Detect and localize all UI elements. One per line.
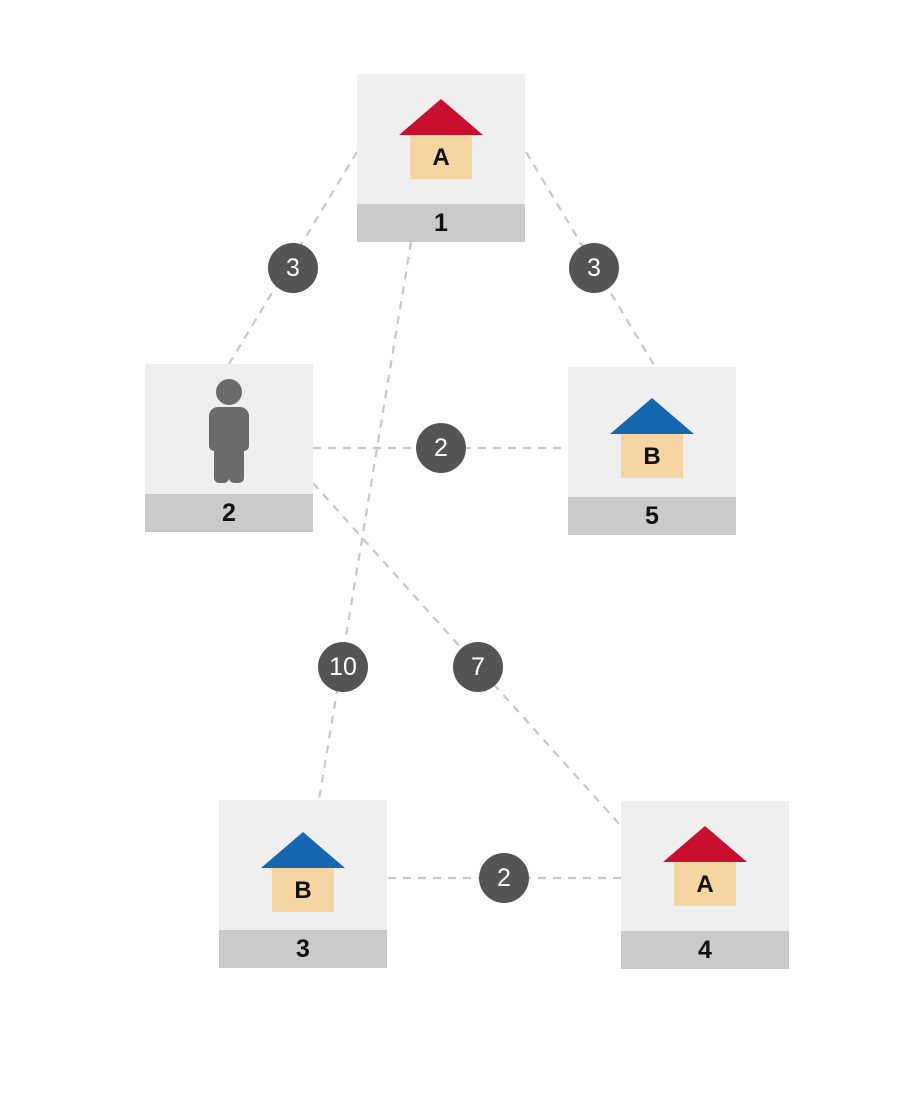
person-leg xyxy=(229,449,244,483)
node-3: B 3 xyxy=(219,800,387,968)
edge-weight-2-5: 2 xyxy=(416,423,466,473)
node-label: 4 xyxy=(621,931,789,969)
node-4: A 4 xyxy=(621,801,789,969)
edge-1-3 xyxy=(317,241,413,801)
node-label: 1 xyxy=(357,204,525,242)
house-letter: A xyxy=(410,135,472,179)
edge-weight-1-5: 3 xyxy=(569,243,619,293)
node-label: 3 xyxy=(219,930,387,968)
house-letter: B xyxy=(621,434,683,478)
person-head xyxy=(216,379,242,405)
edge-weight-2-4: 7 xyxy=(453,642,503,692)
person-icon xyxy=(209,379,249,483)
node-5: B 5 xyxy=(568,367,736,535)
node-label: 2 xyxy=(145,494,313,532)
house-roof xyxy=(399,99,483,135)
house-letter: A xyxy=(674,862,736,906)
node-2: 2 xyxy=(145,364,313,532)
house-roof xyxy=(261,832,345,868)
person-torso xyxy=(209,407,249,451)
house-icon: B xyxy=(610,398,694,480)
house-icon: A xyxy=(663,826,747,908)
house-roof xyxy=(610,398,694,434)
edge-weight-3-4: 2 xyxy=(479,853,529,903)
node-1: A 1 xyxy=(357,74,525,242)
edge-weight-1-3: 10 xyxy=(318,642,368,692)
person-leg xyxy=(214,449,229,483)
house-roof xyxy=(663,826,747,862)
house-letter: B xyxy=(272,868,334,912)
house-icon: B xyxy=(261,832,345,914)
node-label: 5 xyxy=(568,497,736,535)
edge-weight-1-2: 3 xyxy=(268,243,318,293)
house-icon: A xyxy=(399,99,483,181)
